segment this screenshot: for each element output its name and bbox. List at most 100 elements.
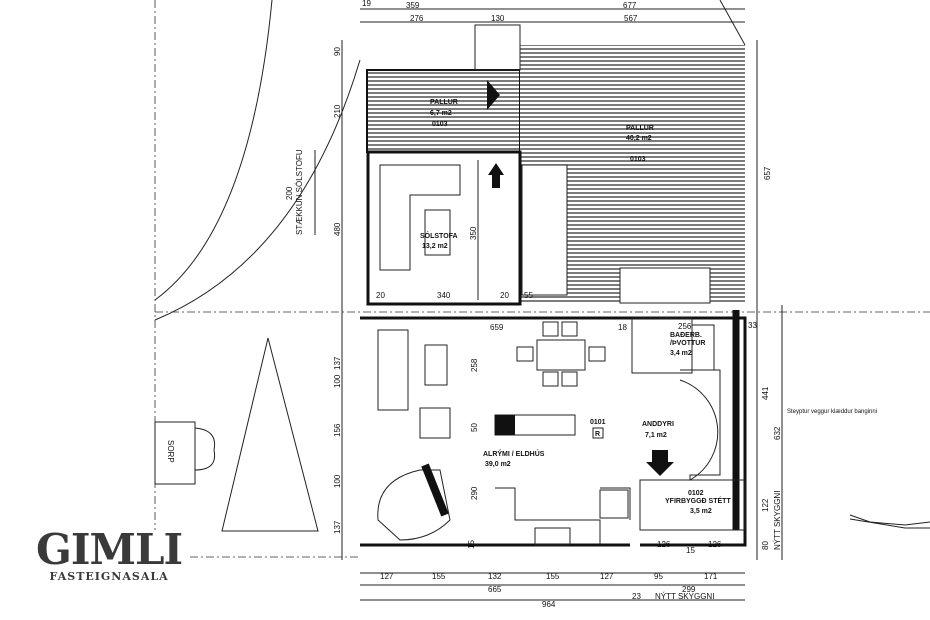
- covered-porch: [639, 479, 746, 531]
- room-code: 0101: [590, 419, 606, 426]
- terrain-section: [849, 514, 930, 529]
- dim-label: 964: [542, 600, 556, 609]
- dim-label: 665: [488, 585, 502, 594]
- kitchen-counter: [495, 487, 631, 545]
- tree-symbol: [221, 337, 319, 532]
- deck-stairs: [619, 267, 711, 304]
- room-name: PALLUR: [626, 125, 654, 132]
- sorp-bin: SORP: [154, 421, 216, 485]
- room-name: BAÐERB.: [670, 332, 702, 339]
- dim-label: 100: [333, 474, 342, 488]
- dim-label: 632: [773, 426, 782, 440]
- sofa: [377, 329, 409, 411]
- logo-subtitle: FASTEIGNASALA: [49, 570, 169, 583]
- spiral-stairs: [679, 369, 721, 481]
- dim-label: 100: [333, 374, 342, 388]
- dim-label: 350: [469, 226, 478, 240]
- dim-label: 258: [470, 358, 479, 372]
- solstofa-walls: [366, 150, 522, 306]
- dim-label: 567: [624, 14, 638, 23]
- coffee-table: [424, 344, 448, 386]
- dim-label: 20: [500, 291, 509, 300]
- dim-label: 50: [470, 423, 479, 432]
- dim-label: 200: [285, 186, 294, 200]
- room-area: 13,2 m2: [422, 243, 448, 250]
- dim-label: 126: [657, 540, 671, 549]
- gimli-logo: GIMLI FASTEIGNASALA: [36, 525, 183, 584]
- dim-label: 155: [432, 572, 446, 581]
- dim-label: 23: [632, 592, 641, 601]
- stove-icon: [495, 415, 515, 435]
- dim-label: 657: [763, 166, 772, 180]
- room-code: 0103: [630, 156, 646, 163]
- dim-label: 127: [600, 572, 614, 581]
- dim-label: 130: [491, 14, 505, 23]
- room-tag: R: [595, 431, 600, 438]
- dim-label: 132: [488, 572, 502, 581]
- dim-label: 19: [362, 0, 371, 8]
- room-name: YFIRBYGGÐ STÉTT: [665, 496, 731, 505]
- room-name: ANDDYRI: [642, 421, 674, 428]
- dim-label: 156: [333, 423, 342, 437]
- room-area: 39,0 m2: [485, 461, 511, 468]
- dim-label: 171: [704, 572, 718, 581]
- dim-label: 15: [686, 546, 695, 555]
- dim-label: 659: [490, 323, 504, 332]
- dim-label: 137: [333, 520, 342, 534]
- room-labels: PALLUR 6,7 m2 0103 PALLUR 40,2 m2 0103 S…: [420, 99, 731, 515]
- dimension-labels: 19 359 677 276 130 567 90 210 200 STÆKKU…: [285, 0, 877, 609]
- dim-label: 137: [333, 356, 342, 370]
- room-area: 7,1 m2: [645, 432, 667, 439]
- coffee-table: [424, 209, 451, 256]
- arrow-up-icon: [488, 163, 504, 188]
- arrow-icon: [487, 80, 500, 110]
- logo-name: GIMLI: [36, 525, 183, 574]
- dimension-lines: [314, 8, 783, 601]
- site-curve: [154, 59, 361, 321]
- dim-label: 122: [761, 498, 770, 512]
- room-area: 3,4 m2: [670, 350, 692, 357]
- steps: [474, 24, 521, 71]
- armchair: [419, 407, 451, 439]
- dim-label: 155: [546, 572, 560, 581]
- deck-stairs: [521, 164, 568, 296]
- sofa: [379, 164, 461, 271]
- dim-label: 80: [761, 541, 770, 550]
- room-code: 0102: [688, 490, 704, 497]
- dim-label: 20: [376, 291, 385, 300]
- dim-label: 33: [748, 321, 757, 330]
- dim-label: 127: [380, 572, 394, 581]
- annotation: Steyptur veggur klæddur banginni: [787, 409, 877, 415]
- cooktop: [599, 489, 629, 519]
- dim-label: 290: [470, 486, 479, 500]
- room-name: SÓLSTOFA: [420, 231, 458, 240]
- annotation: STÆKKUN SÓLSTOFU: [295, 149, 304, 235]
- room-area: 3,5 m2: [690, 508, 712, 515]
- dim-label: 480: [333, 222, 342, 236]
- room-name: ALRÝMI / ELDHÚS: [483, 449, 545, 458]
- room-name: PALLUR: [430, 99, 458, 106]
- dim-label: 677: [623, 1, 637, 10]
- dim-label: 15: [467, 540, 476, 549]
- sorp-label: SORP: [166, 440, 175, 463]
- room-name: /ÞVOTTUR: [670, 340, 705, 347]
- room-area: 40,2 m2: [626, 135, 652, 142]
- annotation: NÝTT SKYGGNI: [655, 592, 714, 601]
- dim-label: 55: [524, 291, 533, 300]
- dining-table: [516, 321, 606, 387]
- piano: [377, 469, 451, 541]
- dim-label: 90: [333, 47, 342, 56]
- dim-label: 359: [406, 1, 420, 10]
- dim-label: 276: [410, 14, 424, 23]
- car-sink: [534, 527, 571, 546]
- dim-label: 441: [761, 386, 770, 400]
- room-area: 6,7 m2: [430, 110, 452, 117]
- dim-label: 256: [678, 322, 692, 331]
- dim-label: 18: [618, 323, 627, 332]
- arrow-down-icon: [646, 450, 674, 476]
- dim-label: 340: [437, 291, 451, 300]
- tag-box: [592, 427, 604, 439]
- dim-label: 299: [682, 585, 696, 594]
- dim-label: 126: [708, 540, 722, 549]
